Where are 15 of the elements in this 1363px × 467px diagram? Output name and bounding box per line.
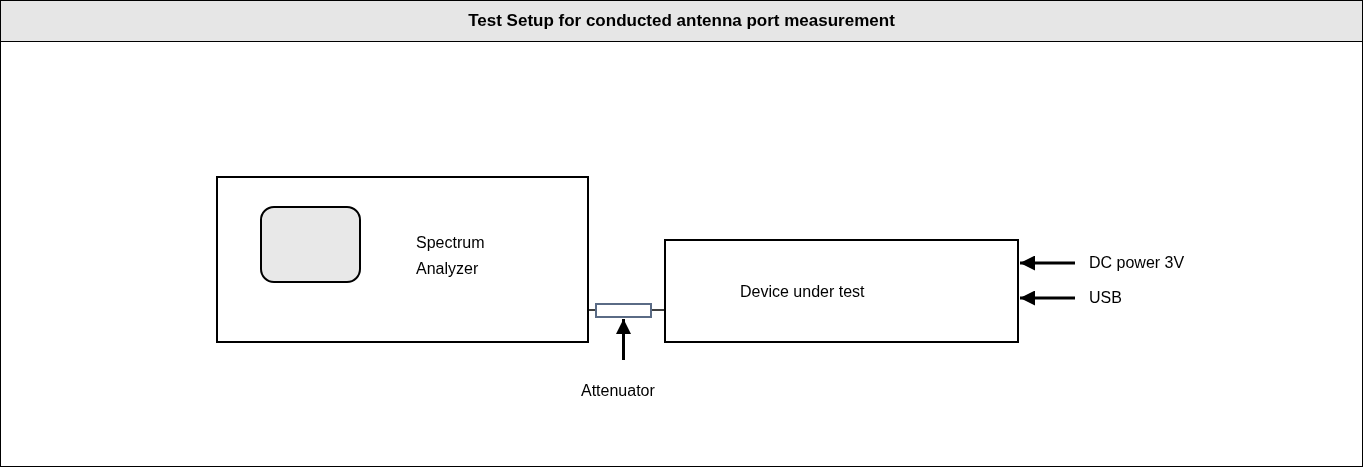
arrow [1020,255,1075,271]
arrow [616,319,631,360]
display-screen [260,206,361,283]
equipment-box [216,176,589,343]
attenuator-symbol [595,303,652,318]
callout-text: USB [1089,288,1122,308]
callout-text: Attenuator [581,381,655,401]
cable-line [588,309,596,311]
cable-line [651,309,665,311]
box-label: Device under test [740,282,865,302]
diagram-title: Test Setup for conducted antenna port measurement [468,11,895,31]
callout-text: DC power 3V [1089,253,1185,273]
arrow [1020,290,1075,306]
box-label: Spectrum Analyzer [416,233,486,279]
equipment-box [664,239,1019,343]
